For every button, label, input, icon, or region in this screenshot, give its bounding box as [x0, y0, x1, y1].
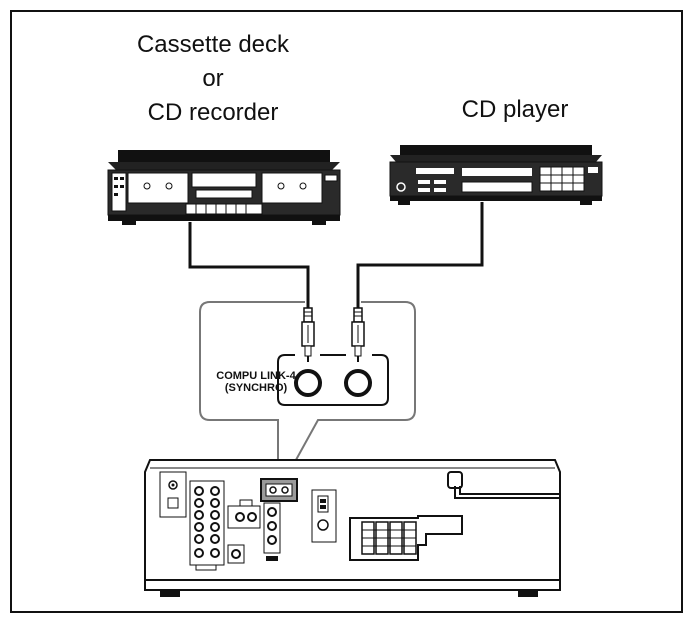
cassette-deck-top-bevel	[108, 162, 340, 170]
cassette-transport-buttons	[185, 203, 263, 215]
cable-cassette	[188, 222, 310, 312]
cd-tray	[462, 168, 532, 176]
cassette-door-a	[127, 172, 189, 204]
diagram-frame	[10, 10, 683, 613]
cassette-label-line3: CD recorder	[147, 99, 279, 126]
cables	[188, 202, 484, 312]
cassette-deck-top	[118, 150, 330, 162]
cd-power-button	[396, 182, 406, 192]
receiver-foot-right	[518, 590, 538, 597]
cassette-deck	[107, 150, 341, 225]
cd-player	[389, 145, 603, 205]
cassette-deck-label: Cassette deck or CD recorder	[118, 28, 308, 130]
cd-player-label: CD player	[461, 96, 569, 123]
compu-link-label-line2: (SYNCHRO)	[224, 382, 288, 394]
receiver-rear-panel	[144, 459, 561, 597]
cd-player-top	[400, 145, 592, 155]
plug-right	[351, 307, 365, 362]
jack-left	[294, 369, 322, 397]
receiver-foot-left	[160, 590, 180, 597]
jack-right	[344, 369, 372, 397]
compu-link-jacks	[277, 354, 389, 406]
cassette-label-line1: Cassette deck	[136, 31, 290, 58]
cassette-label-line2: or	[202, 65, 224, 92]
cassette-deck-base	[108, 215, 340, 221]
cassette-display	[191, 172, 257, 188]
cassette-door-b	[261, 172, 323, 204]
cable-cd-player	[356, 202, 484, 312]
compu-link-label-line1: COMPU LINK-4	[216, 370, 296, 382]
zoom-inset	[199, 301, 416, 479]
plug-left	[301, 307, 315, 362]
compu-link-label: COMPU LINK-4 (SYNCHRO)	[206, 370, 306, 394]
power-cord-clamp	[447, 471, 463, 489]
cd-display	[461, 181, 533, 193]
cassette-controls-left	[111, 172, 127, 212]
